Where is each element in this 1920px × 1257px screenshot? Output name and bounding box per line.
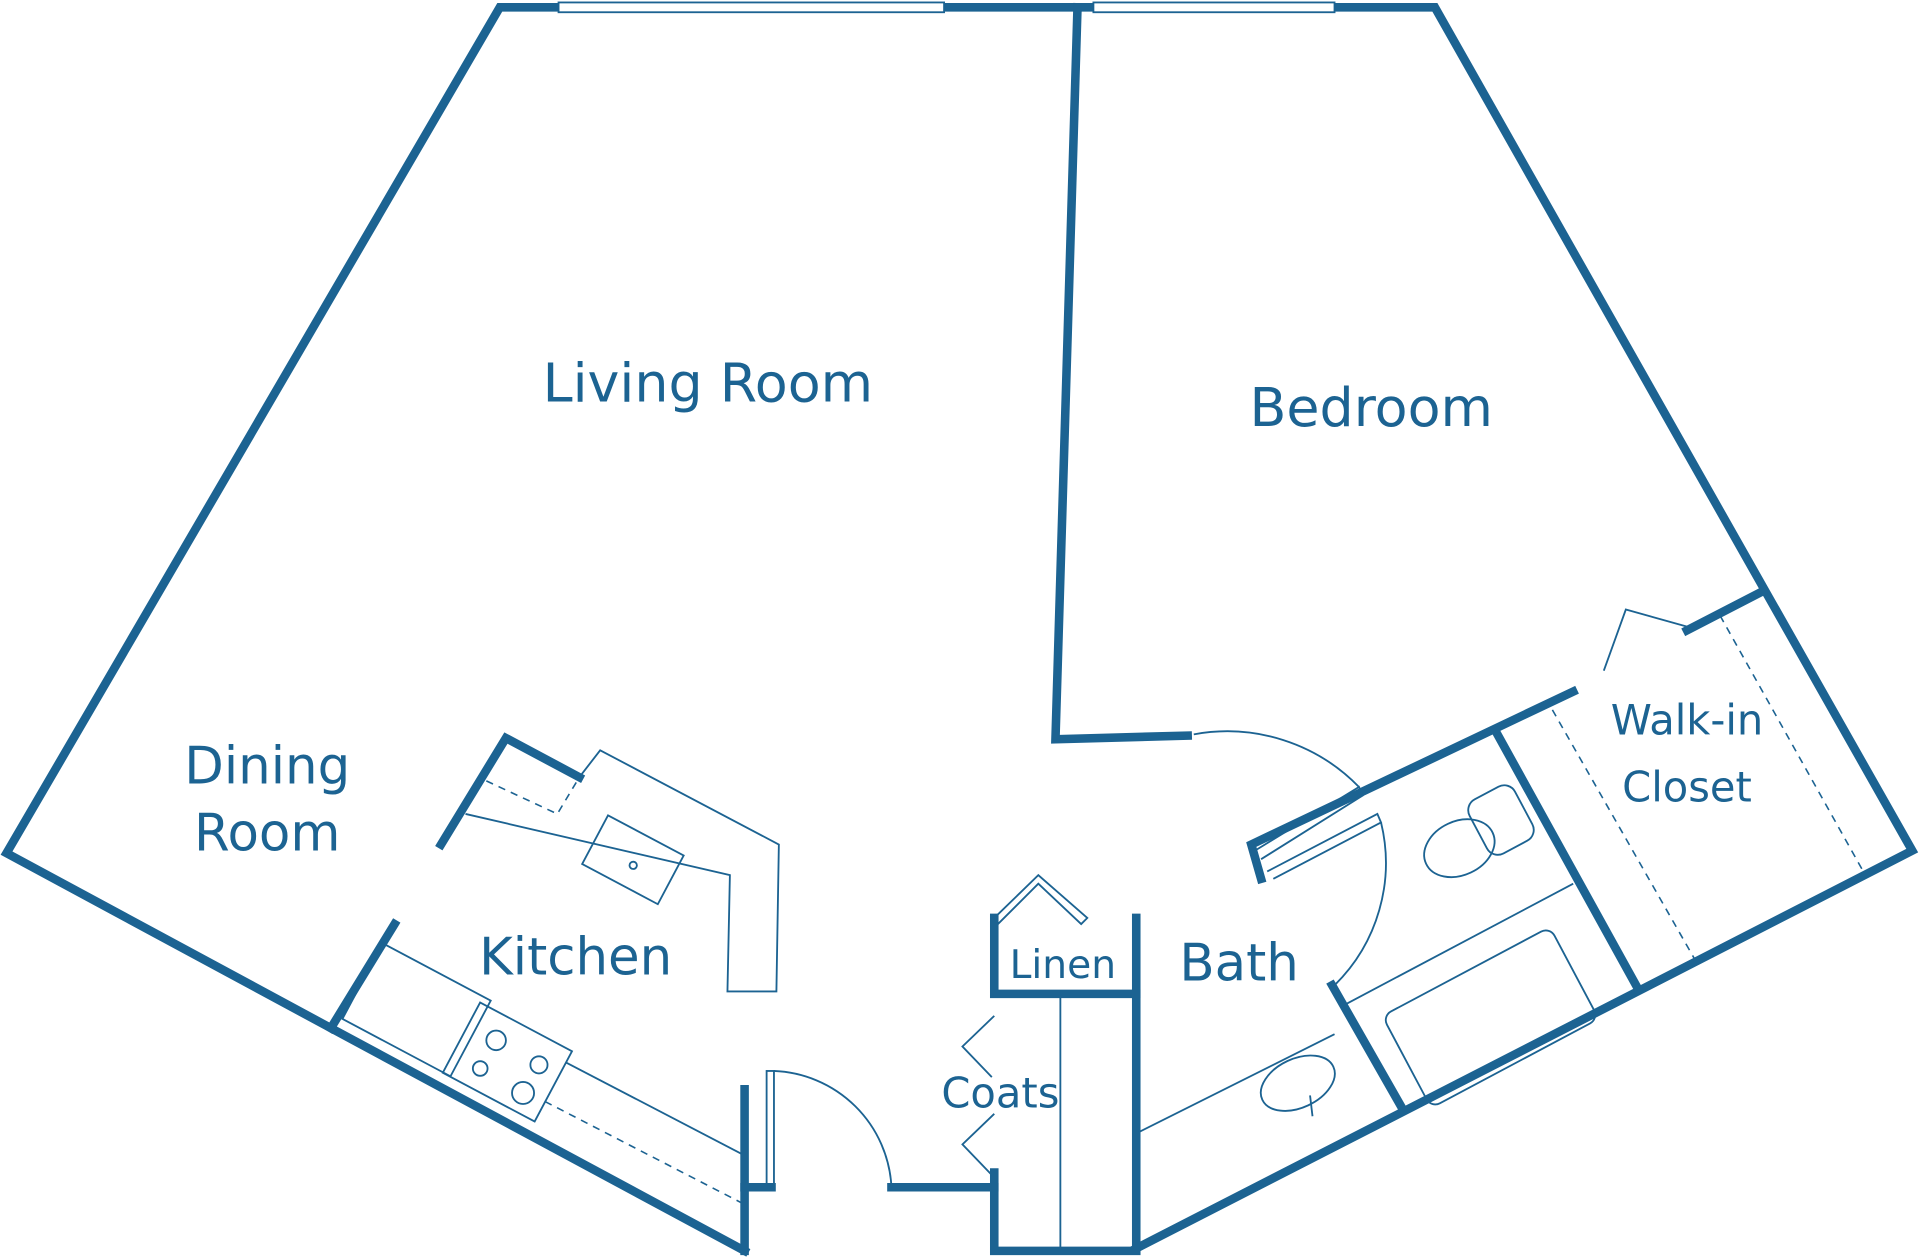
label-walk-in-line1: Walk-in [1611,695,1764,744]
label-walk-in-line2: Closet [1622,763,1752,812]
label-kitchen: Kitchen [479,927,672,987]
closet-fixtures [1059,615,1864,1251]
windows [557,1,1336,14]
interior-walls [324,2,1769,1256]
label-dining-room-line2: Room [194,804,340,864]
label-bath: Bath [1179,933,1298,993]
bath-fixtures [1138,784,1597,1133]
exterior-walls [0,3,1919,1257]
doors [765,608,1688,1189]
room-labels: Living Room Bedroom Dining Room Kitchen … [184,351,1763,1117]
label-linen: Linen [1010,943,1116,988]
label-dining-room-line1: Dining [184,736,350,796]
label-bedroom: Bedroom [1249,376,1493,439]
label-coats: Coats [941,1069,1059,1118]
label-living-room: Living Room [543,351,874,414]
kitchen-fixtures [341,749,780,1204]
